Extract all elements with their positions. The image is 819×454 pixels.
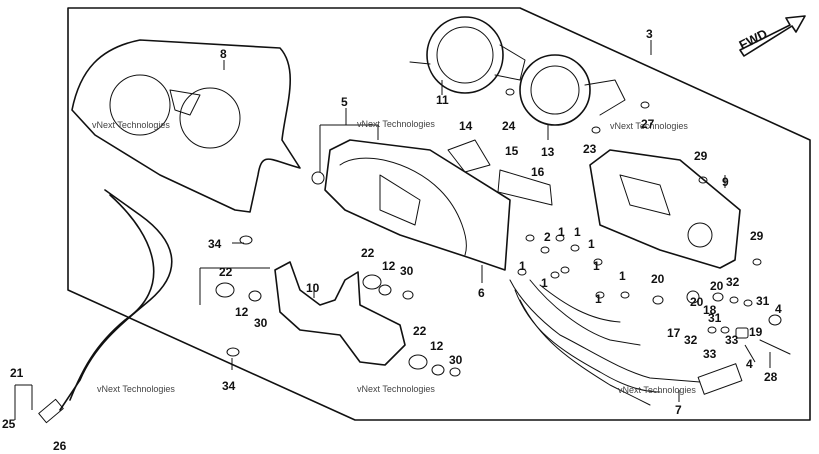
speedometer-part (409, 16, 526, 94)
callout-label: 28 (764, 370, 778, 384)
callout-label: 30 (400, 264, 414, 278)
callout-label: 34 (222, 379, 236, 393)
callout-label: 13 (541, 145, 555, 159)
callout-label: 26 (53, 439, 67, 453)
callout-label: 5 (341, 95, 348, 109)
callout-label: 18 (703, 303, 717, 317)
callout-label: 29 (694, 149, 708, 163)
callout-label: 17 (667, 326, 681, 340)
meter-visor-part (71, 39, 301, 213)
callout-label: 7 (675, 403, 682, 417)
watermark: vNext Technologies (357, 119, 435, 129)
forward-label: FWD (737, 26, 770, 53)
callout-label: 21 (10, 366, 24, 380)
callout-label: 30 (449, 353, 463, 367)
callout-label: 11 (436, 93, 449, 107)
forward-arrow-icon: FWD (737, 15, 806, 57)
callout-label: 2 (544, 230, 551, 244)
assembly-outline (67, 7, 811, 421)
callout-label: 9 (722, 175, 729, 189)
grommet-set (215, 235, 461, 377)
watermark-layer: vNext Technologies vNext Technologies vN… (92, 119, 696, 395)
wire-harness-part (509, 279, 743, 406)
callout-label: 33 (703, 347, 717, 361)
callout-label: 4 (746, 357, 753, 371)
callout-label: 32 (726, 275, 740, 289)
watermark: vNext Technologies (610, 121, 688, 131)
callout-label: 20 (710, 279, 724, 293)
callout-label: 12 (382, 259, 396, 273)
callout-label: 25 (2, 417, 16, 431)
callout-label: 29 (750, 229, 764, 243)
meter-lower-case-part (589, 149, 741, 269)
watermark: vNext Technologies (357, 384, 435, 394)
tachometer-part (519, 54, 626, 126)
callout-label: 6 (478, 286, 485, 300)
callout-label: 31 (708, 311, 722, 325)
meter-stay-part (274, 261, 406, 366)
callout-label: 24 (502, 119, 516, 133)
callout-label: 1 (574, 225, 581, 239)
speedometer-cable-part (38, 189, 173, 424)
callout-label: 22 (361, 246, 375, 260)
leader-lines (14, 40, 771, 420)
callout-label: 10 (306, 281, 320, 295)
meter-case-part (311, 139, 511, 271)
callout-label: 23 (583, 142, 597, 156)
callout-label: 14 (459, 119, 473, 133)
callout-label: 32 (684, 333, 698, 347)
callout-label: 34 (208, 237, 222, 251)
callout-label: 1 (588, 237, 595, 251)
callout-label: 19 (749, 325, 763, 339)
watermark: vNext Technologies (92, 120, 170, 130)
callout-label: 22 (413, 324, 427, 338)
callout-labels: 1 1 1 1 1 1 1 1 2 3 4 4 5 6 7 8 9 10 11 … (2, 27, 782, 453)
callout-label: 12 (235, 305, 249, 319)
callout-label: 1 (558, 225, 565, 239)
callout-label: 15 (505, 144, 519, 158)
callout-label: 22 (219, 265, 233, 279)
callout-label: 33 (725, 333, 739, 347)
callout-label: 27 (641, 117, 655, 131)
callout-label: 16 (531, 165, 545, 179)
callout-label: 30 (254, 316, 268, 330)
bracket-outline (199, 267, 270, 305)
callout-label: 3 (646, 27, 653, 41)
circuit-board-part (447, 139, 553, 206)
callout-label: 20 (651, 272, 665, 286)
callout-label: 12 (430, 339, 444, 353)
callout-label: 1 (619, 269, 626, 283)
bulb-socket-set (517, 234, 630, 299)
callout-label: 20 (690, 295, 704, 309)
callout-label: 1 (519, 259, 526, 273)
callout-label: 1 (541, 276, 548, 290)
callout-label: 4 (775, 302, 782, 316)
callout-label: 1 (595, 292, 602, 306)
callout-label: 8 (220, 47, 227, 61)
watermark: vNext Technologies (618, 385, 696, 395)
watermark: vNext Technologies (97, 384, 175, 394)
callout-label: 1 (593, 259, 600, 273)
indicator-parts-set (505, 88, 791, 355)
callout-label: 31 (756, 294, 770, 308)
